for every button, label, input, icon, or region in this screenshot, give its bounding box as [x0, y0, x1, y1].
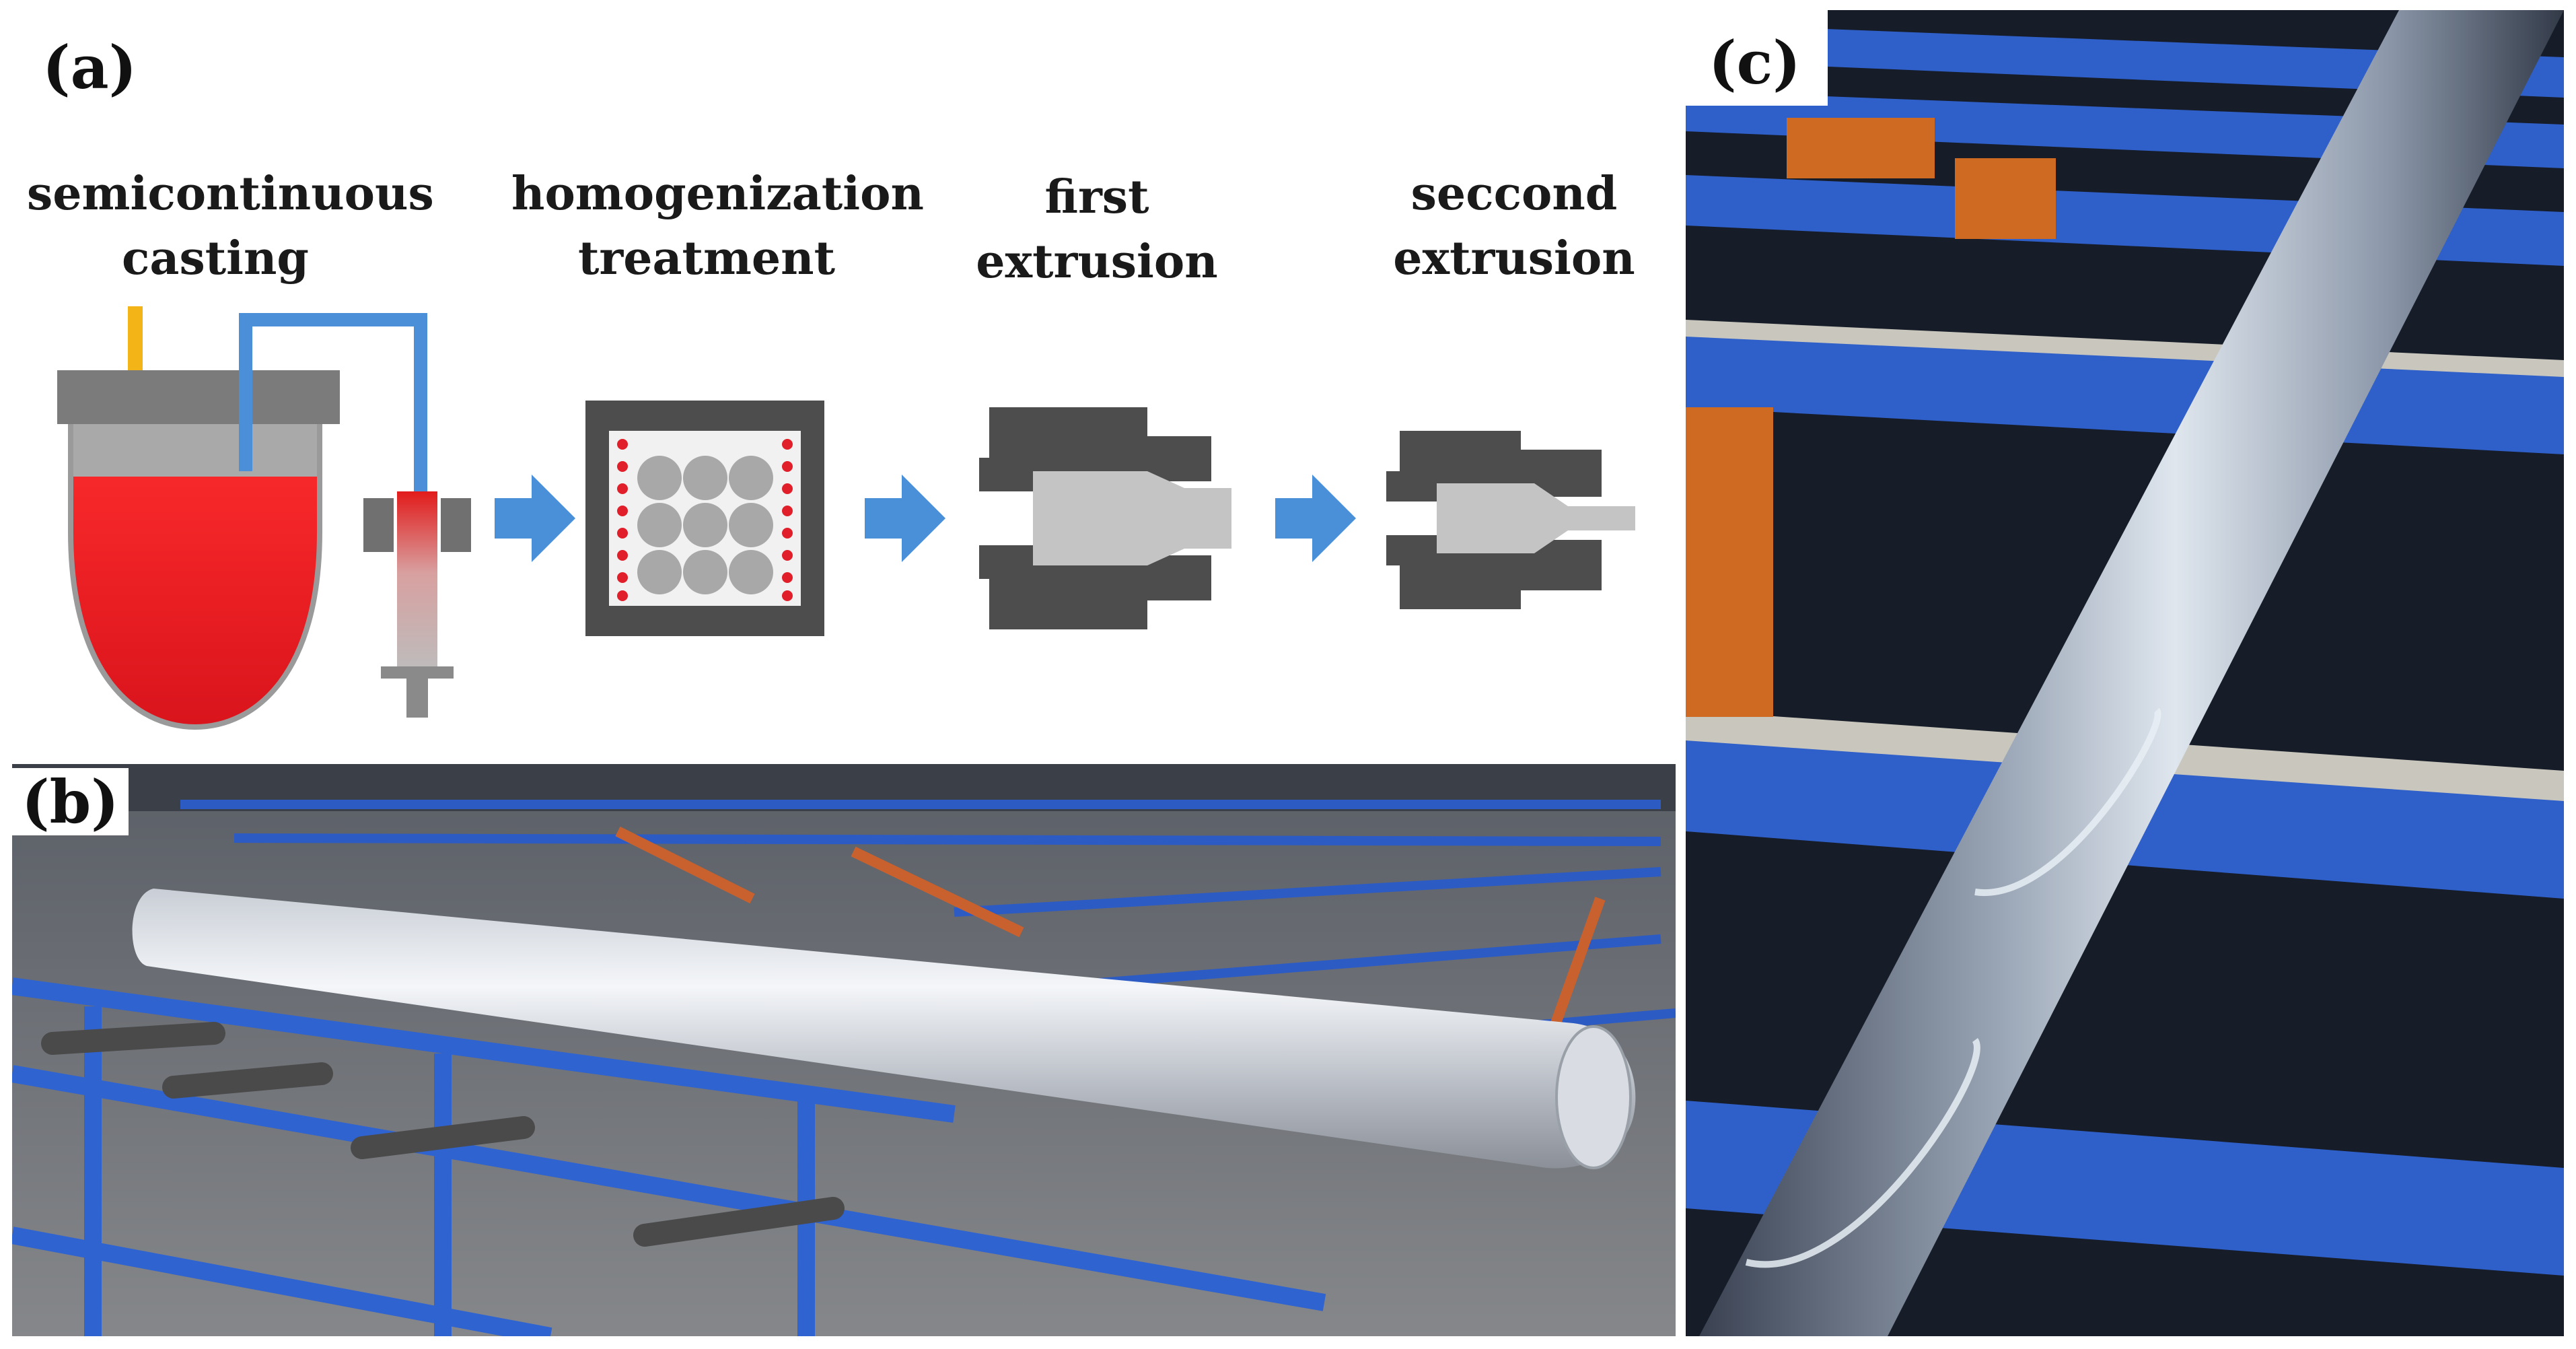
mold-base-plate	[381, 666, 454, 679]
casting-furnace	[57, 306, 427, 730]
process-arrow-2	[865, 475, 945, 562]
photo-rod	[1686, 10, 2564, 1336]
billet-stack	[637, 456, 773, 594]
panel-a-process-schematic: (a) semicontinuous casting homogenizatio…	[0, 0, 1676, 764]
step-first-extrusion-label: first extrusion	[969, 165, 1225, 294]
panel-b-photo-large-bar: (b)	[12, 764, 1676, 1336]
bar-end-face	[1555, 1025, 1632, 1169]
rod-markings	[1745, 707, 2161, 1268]
die2-upper	[1386, 431, 1602, 501]
step-homogenization-label: homogenization treatment	[511, 162, 924, 291]
process-arrow-3	[1275, 475, 1356, 562]
die-lower	[979, 545, 1211, 629]
process-schematic-drawing	[57, 306, 1635, 730]
crucible-melt	[68, 415, 322, 730]
step-homogenization-line2: treatment	[577, 232, 836, 285]
extruded-aluminium-bar	[132, 889, 1636, 1169]
orange-supports	[1686, 118, 2056, 717]
step-casting-label: semicontinuous casting	[27, 162, 434, 291]
process-arrow-1	[495, 475, 575, 562]
rack-rollers	[41, 1022, 845, 1247]
second-extrusion-press	[1386, 431, 1635, 609]
panel-c-photo-rod: (c)	[1686, 10, 2564, 1336]
step-casting-line2: casting	[122, 232, 309, 285]
panel-a-label: (a)	[37, 35, 143, 100]
extruded-billet-1	[1033, 471, 1231, 565]
homogenization-furnace	[585, 401, 824, 636]
crucible-headspace	[73, 423, 317, 477]
panel-c-label: (c)	[1686, 10, 1828, 106]
heating-elements	[617, 439, 793, 601]
feed-rod	[128, 306, 143, 380]
photo-large-bar	[12, 764, 1676, 1336]
transfer-pipe	[239, 313, 427, 495]
step-homogenization-line1: homogenization	[511, 167, 924, 221]
step-first-extrusion-line2: extrusion	[976, 235, 1218, 289]
die2-lower	[1386, 535, 1602, 609]
step-second-extrusion-line1: seccond	[1410, 167, 1618, 221]
mold-base-stem	[406, 679, 428, 718]
mold-right-block	[441, 498, 471, 552]
step-second-extrusion-line2: extrusion	[1393, 232, 1635, 285]
panel-b-label: (b)	[12, 768, 129, 835]
step-first-extrusion-line1: first	[1044, 170, 1149, 224]
foreground-rack	[12, 977, 1326, 1336]
extruded-rod-2	[1437, 483, 1635, 553]
crucible-lid	[57, 370, 340, 424]
extruded-rod	[1699, 10, 2564, 1336]
first-extrusion-press	[979, 407, 1231, 629]
mold-left-block	[363, 498, 394, 552]
cast-ingot	[397, 491, 437, 673]
casting-mold	[363, 491, 471, 718]
step-second-extrusion-label: seccond extrusion	[1373, 162, 1655, 291]
die-upper	[979, 407, 1211, 491]
step-casting-line1: semicontinuous	[27, 167, 434, 221]
